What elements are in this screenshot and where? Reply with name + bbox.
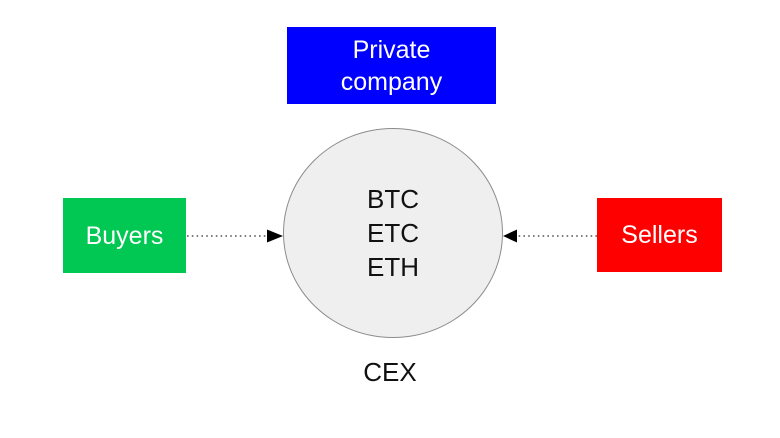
connector-buyers-to-cex xyxy=(187,229,283,243)
arrow-right-icon xyxy=(187,229,283,243)
node-private-company-label: Private company xyxy=(340,35,443,96)
node-buyers[interactable]: Buyers xyxy=(63,198,186,273)
connector-sellers-to-cex xyxy=(503,229,597,243)
cex-asset-list: BTC ETC ETH xyxy=(367,184,419,282)
node-buyers-label: Buyers xyxy=(85,221,164,250)
node-cex-caption: CEX xyxy=(363,357,417,387)
node-private-company[interactable]: Private company xyxy=(287,27,496,104)
node-sellers[interactable]: Sellers xyxy=(597,198,722,272)
node-cex-circle[interactable]: BTC ETC ETH xyxy=(283,128,503,338)
node-sellers-label: Sellers xyxy=(621,221,698,249)
arrow-left-icon xyxy=(503,229,597,243)
